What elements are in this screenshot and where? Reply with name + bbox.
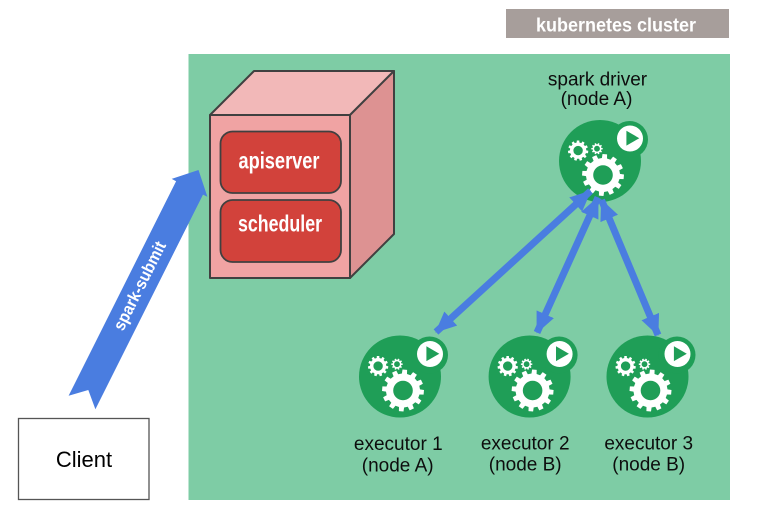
svg-text:executor 3: executor 3 xyxy=(604,433,693,454)
svg-text:spark driver: spark driver xyxy=(548,69,648,90)
svg-text:(node A): (node A) xyxy=(561,89,633,110)
svg-text:apiserver: apiserver xyxy=(239,147,320,173)
svg-text:executor 1: executor 1 xyxy=(354,434,443,455)
svg-text:(node B): (node B) xyxy=(612,454,685,475)
svg-text:Client: Client xyxy=(56,447,112,472)
svg-text:(node A): (node A) xyxy=(362,455,434,476)
svg-text:kubernetes cluster: kubernetes cluster xyxy=(536,14,696,36)
svg-text:scheduler: scheduler xyxy=(238,211,322,237)
svg-text:executor 2: executor 2 xyxy=(481,433,570,454)
svg-text:(node B): (node B) xyxy=(489,454,562,475)
